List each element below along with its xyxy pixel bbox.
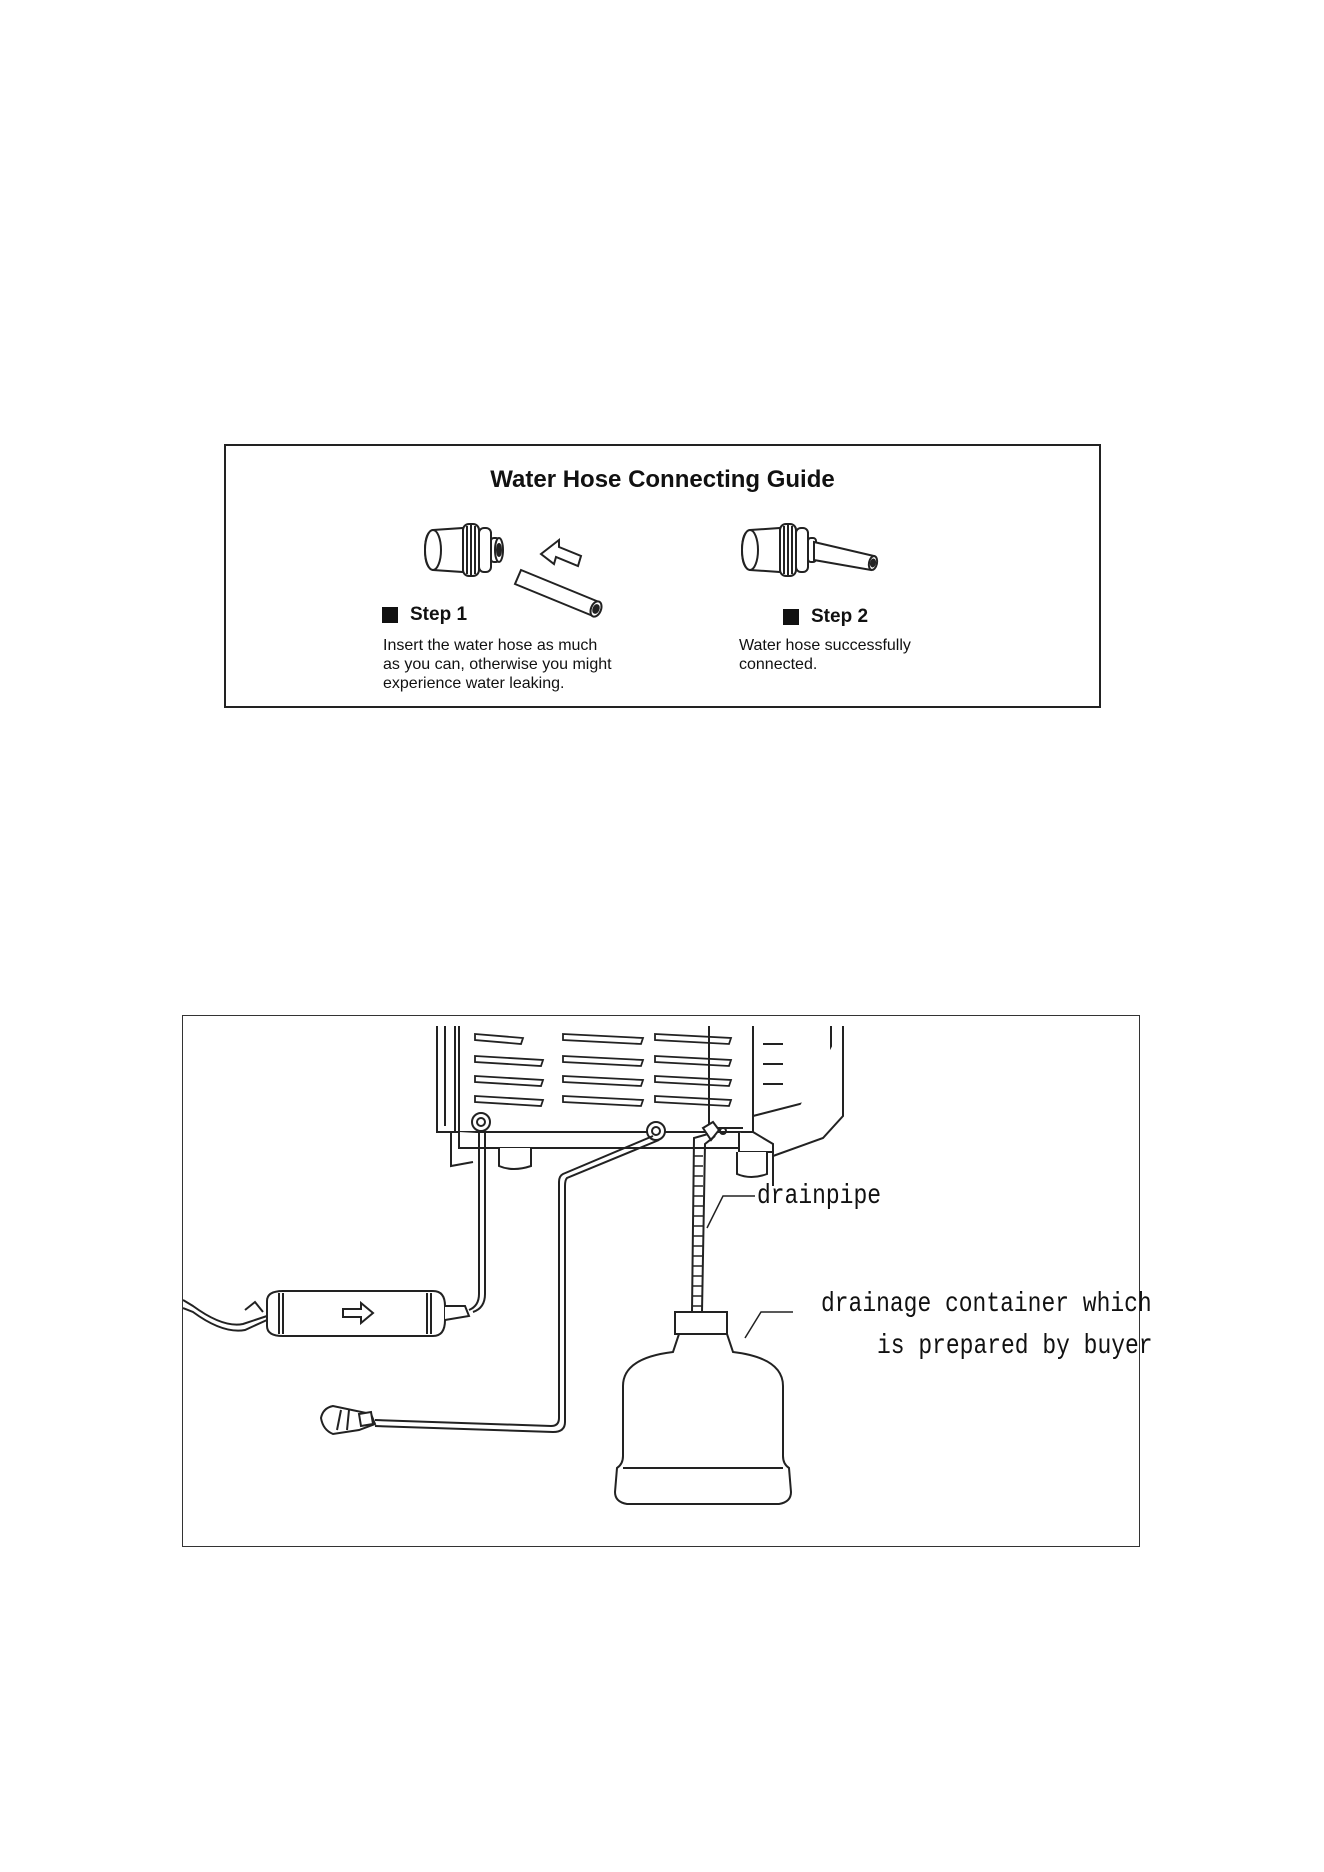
step-bullet-icon — [382, 607, 398, 623]
guide-title: Water Hose Connecting Guide — [226, 466, 1099, 494]
step2-illustration — [738, 510, 938, 610]
connector-fitting-icon — [425, 524, 503, 576]
connector-fitting-icon — [742, 524, 816, 576]
hose-segment-icon — [515, 570, 604, 618]
drainpipe — [692, 1134, 715, 1312]
water-inlet-port — [472, 1113, 490, 1131]
step1-heading: Step 1 — [382, 604, 467, 626]
appliance-feet — [499, 1148, 767, 1177]
step1-description: Insert the water hose as much as you can… — [383, 636, 612, 693]
step-bullet-icon — [783, 609, 799, 625]
container-label-line2: is prepared by buyer — [877, 1328, 1153, 1366]
power-plug-icon — [321, 1406, 375, 1434]
hose-connecting-guide-panel: Water Hose Connecting Guide Step 1 — [224, 444, 1101, 708]
installation-illustration — [183, 1016, 1138, 1545]
container-label-line1: drainage container which — [821, 1286, 1152, 1324]
drainage-container — [615, 1312, 791, 1504]
insert-arrow-icon — [541, 540, 581, 566]
step2-heading: Step 2 — [783, 606, 868, 628]
hose-segment-icon — [814, 542, 878, 571]
installation-diagram-panel: drainpipe drainage container which is pr… — [182, 1015, 1140, 1547]
step2-description: Water hose successfully connected. — [739, 636, 911, 674]
drainpipe-leader-line — [707, 1196, 755, 1228]
container-leader-line — [745, 1312, 793, 1338]
drainpipe-label: drainpipe — [757, 1178, 881, 1216]
